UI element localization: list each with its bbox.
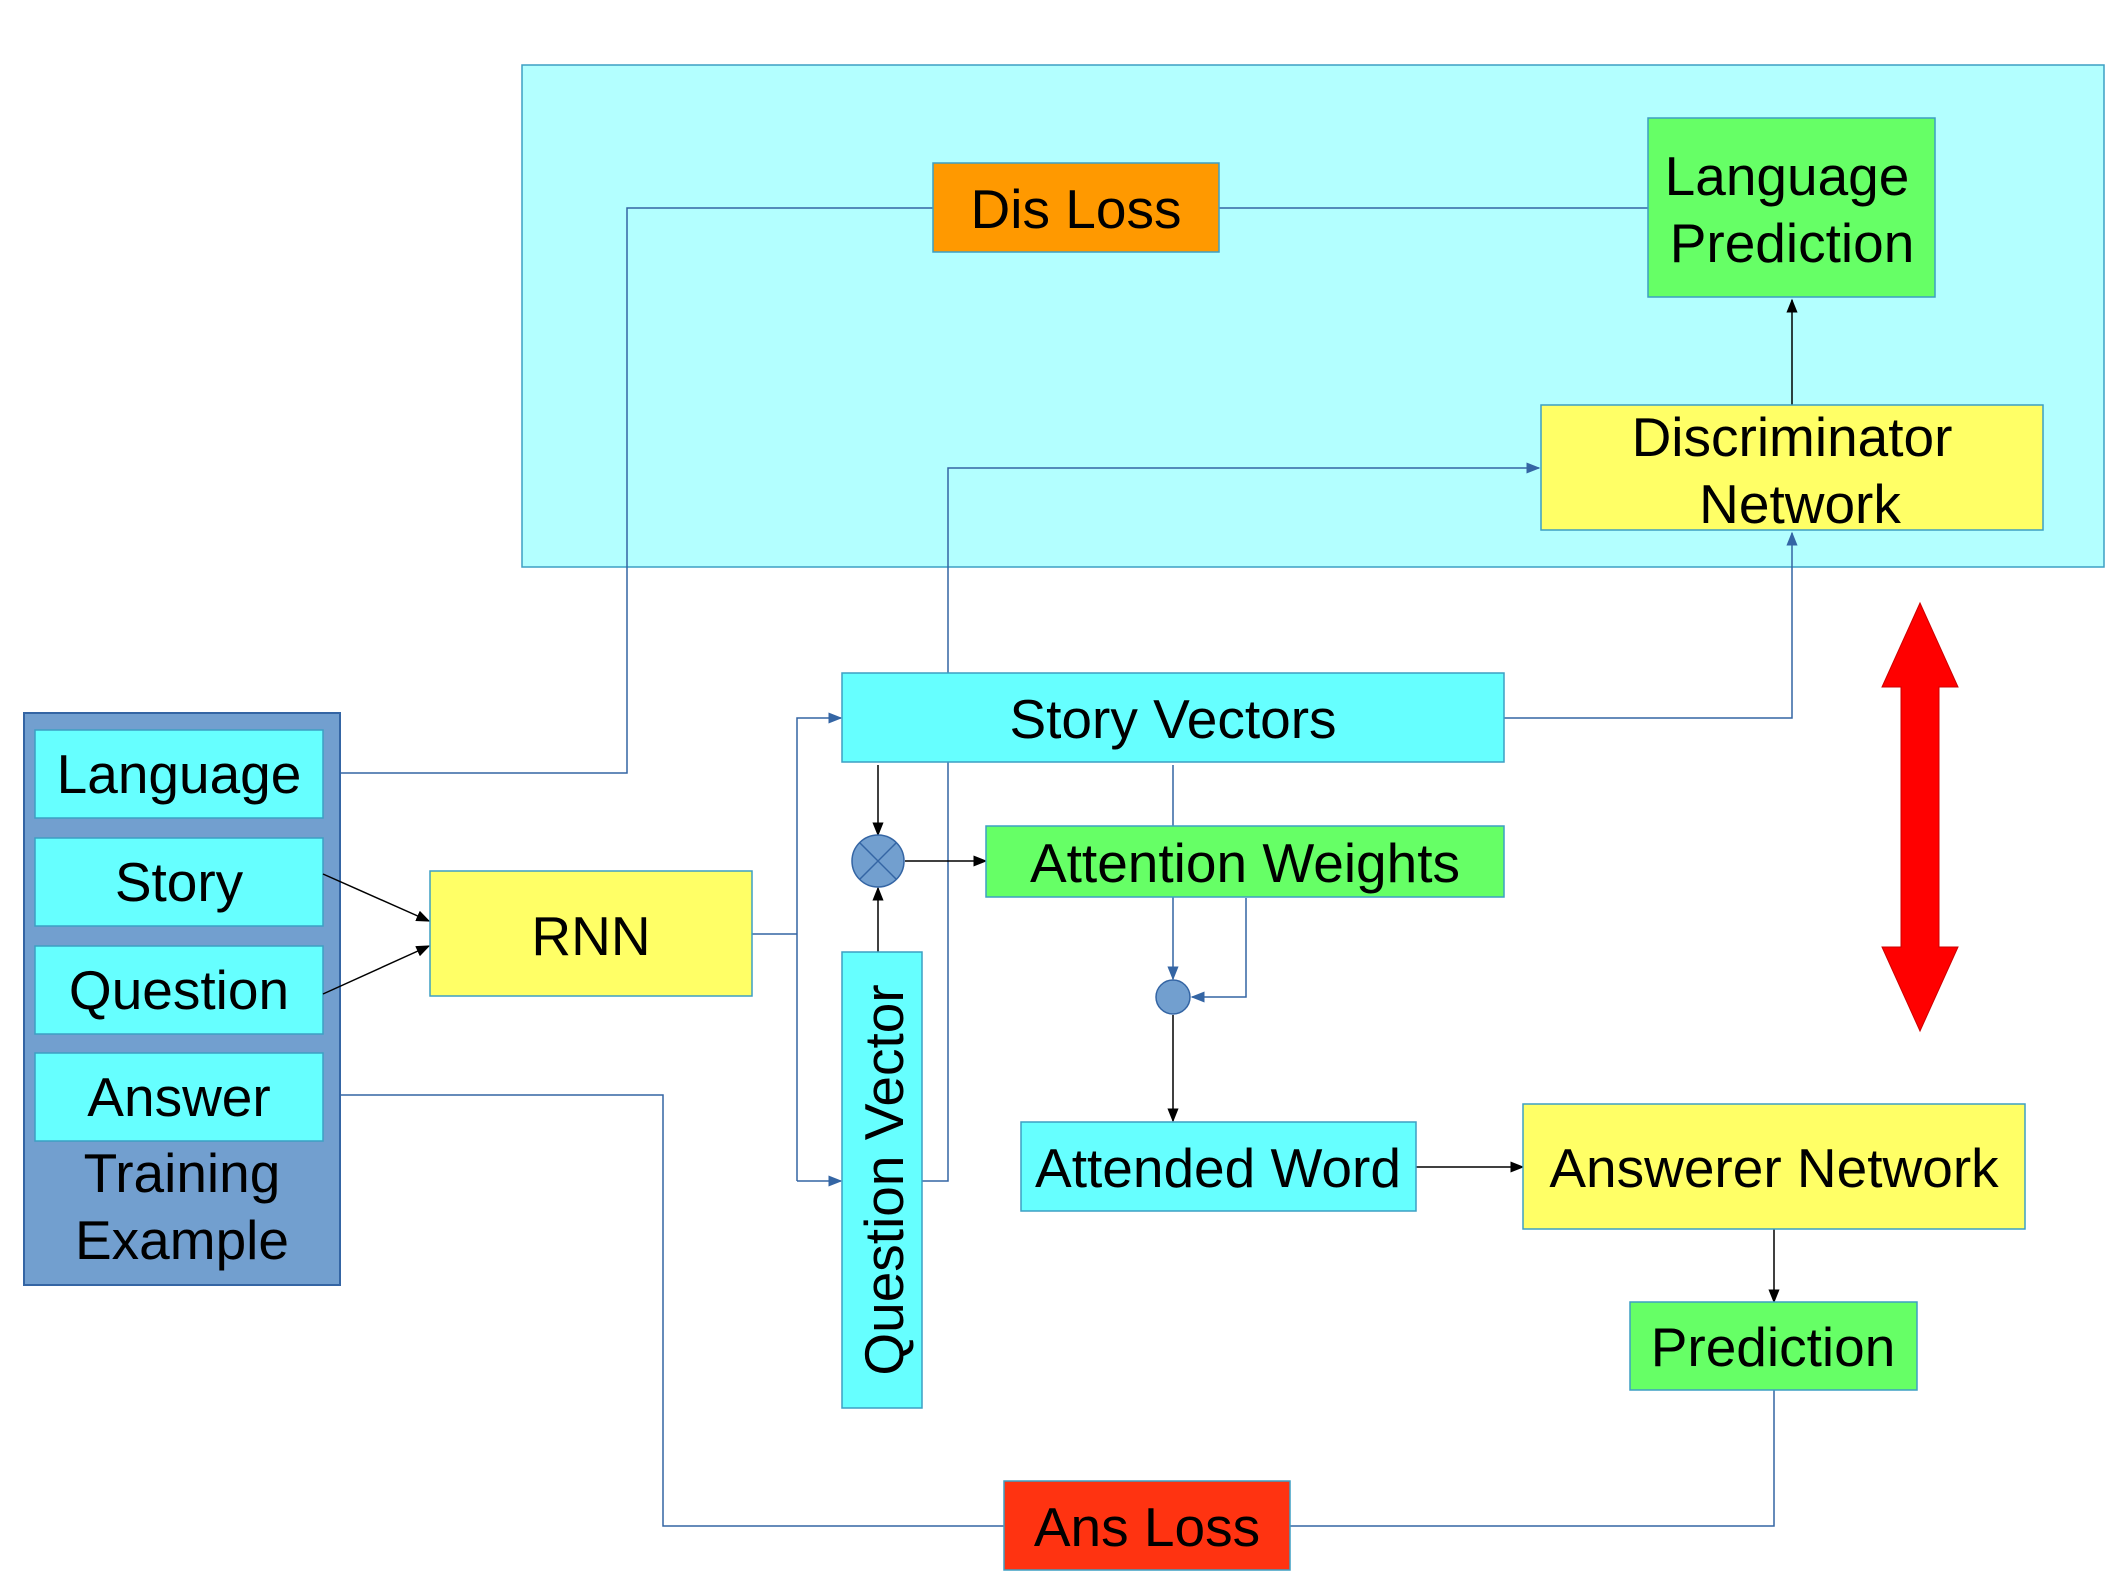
ans-loss-box: Ans Loss xyxy=(1003,1480,1291,1571)
connector-rnn-to-storyvectors xyxy=(796,712,843,1181)
discriminator-network-label-line2: Network xyxy=(1699,473,1901,535)
question-vector-label: Question Vector xyxy=(853,984,915,1375)
rnn-box: RNN xyxy=(429,870,753,997)
connector-story-to-rnn xyxy=(322,873,431,922)
language-prediction-box: Language Prediction xyxy=(1647,117,1936,298)
training-item-question: Question xyxy=(34,945,324,1035)
training-item-language-label: Language xyxy=(57,743,302,805)
connector-question-to-rnn xyxy=(322,945,431,995)
training-item-language: Language xyxy=(34,729,324,819)
training-example-caption-line2: Example xyxy=(75,1209,289,1271)
connector-prediction-to-ansloss xyxy=(1290,1390,1775,1527)
training-example-caption-line1: Training xyxy=(84,1142,281,1204)
prediction-box: Prediction xyxy=(1629,1301,1918,1391)
attention-weights-box: Attention Weights xyxy=(985,825,1505,898)
connector-language-to-disloss xyxy=(340,207,933,774)
story-vectors-label: Story Vectors xyxy=(1009,688,1336,750)
double-headed-arrow-icon xyxy=(1881,601,1959,1033)
question-vector-box: Question Vector xyxy=(841,951,923,1409)
attention-weights-label: Attention Weights xyxy=(1030,832,1460,894)
connector-attention-to-combine xyxy=(1190,898,1247,1003)
attended-word-box: Attended Word xyxy=(1020,1121,1417,1212)
connector-questionvector-to-discriminator xyxy=(922,462,1541,1182)
attended-word-label: Attended Word xyxy=(1035,1137,1401,1199)
connector-answer-to-ansloss xyxy=(340,1094,1004,1527)
connector-storyvectors-to-discriminator xyxy=(1504,531,1798,719)
training-item-question-label: Question xyxy=(69,959,289,1021)
training-item-story-label: Story xyxy=(115,851,244,913)
ans-loss-label: Ans Loss xyxy=(1034,1496,1260,1558)
language-prediction-label-line1: Language xyxy=(1665,145,1910,207)
dot-node-icon xyxy=(1155,979,1191,1015)
discriminator-network-box: Discriminator Network xyxy=(1540,404,2044,535)
prediction-label: Prediction xyxy=(1651,1316,1896,1378)
language-prediction-label-line2: Prediction xyxy=(1670,212,1915,274)
circled-times-icon xyxy=(851,834,905,888)
training-item-answer-label: Answer xyxy=(87,1066,270,1128)
dis-loss-label: Dis Loss xyxy=(971,178,1182,240)
discriminator-network-label-line1: Discriminator xyxy=(1632,406,1953,468)
answerer-network-box: Answerer Network xyxy=(1522,1103,2026,1230)
rnn-label: RNN xyxy=(531,905,650,967)
training-item-answer: Answer xyxy=(34,1052,324,1142)
story-vectors-box: Story Vectors xyxy=(841,672,1505,763)
dis-loss-box: Dis Loss xyxy=(932,162,1220,253)
answerer-network-label: Answerer Network xyxy=(1549,1137,1999,1199)
training-item-story: Story xyxy=(34,837,324,927)
